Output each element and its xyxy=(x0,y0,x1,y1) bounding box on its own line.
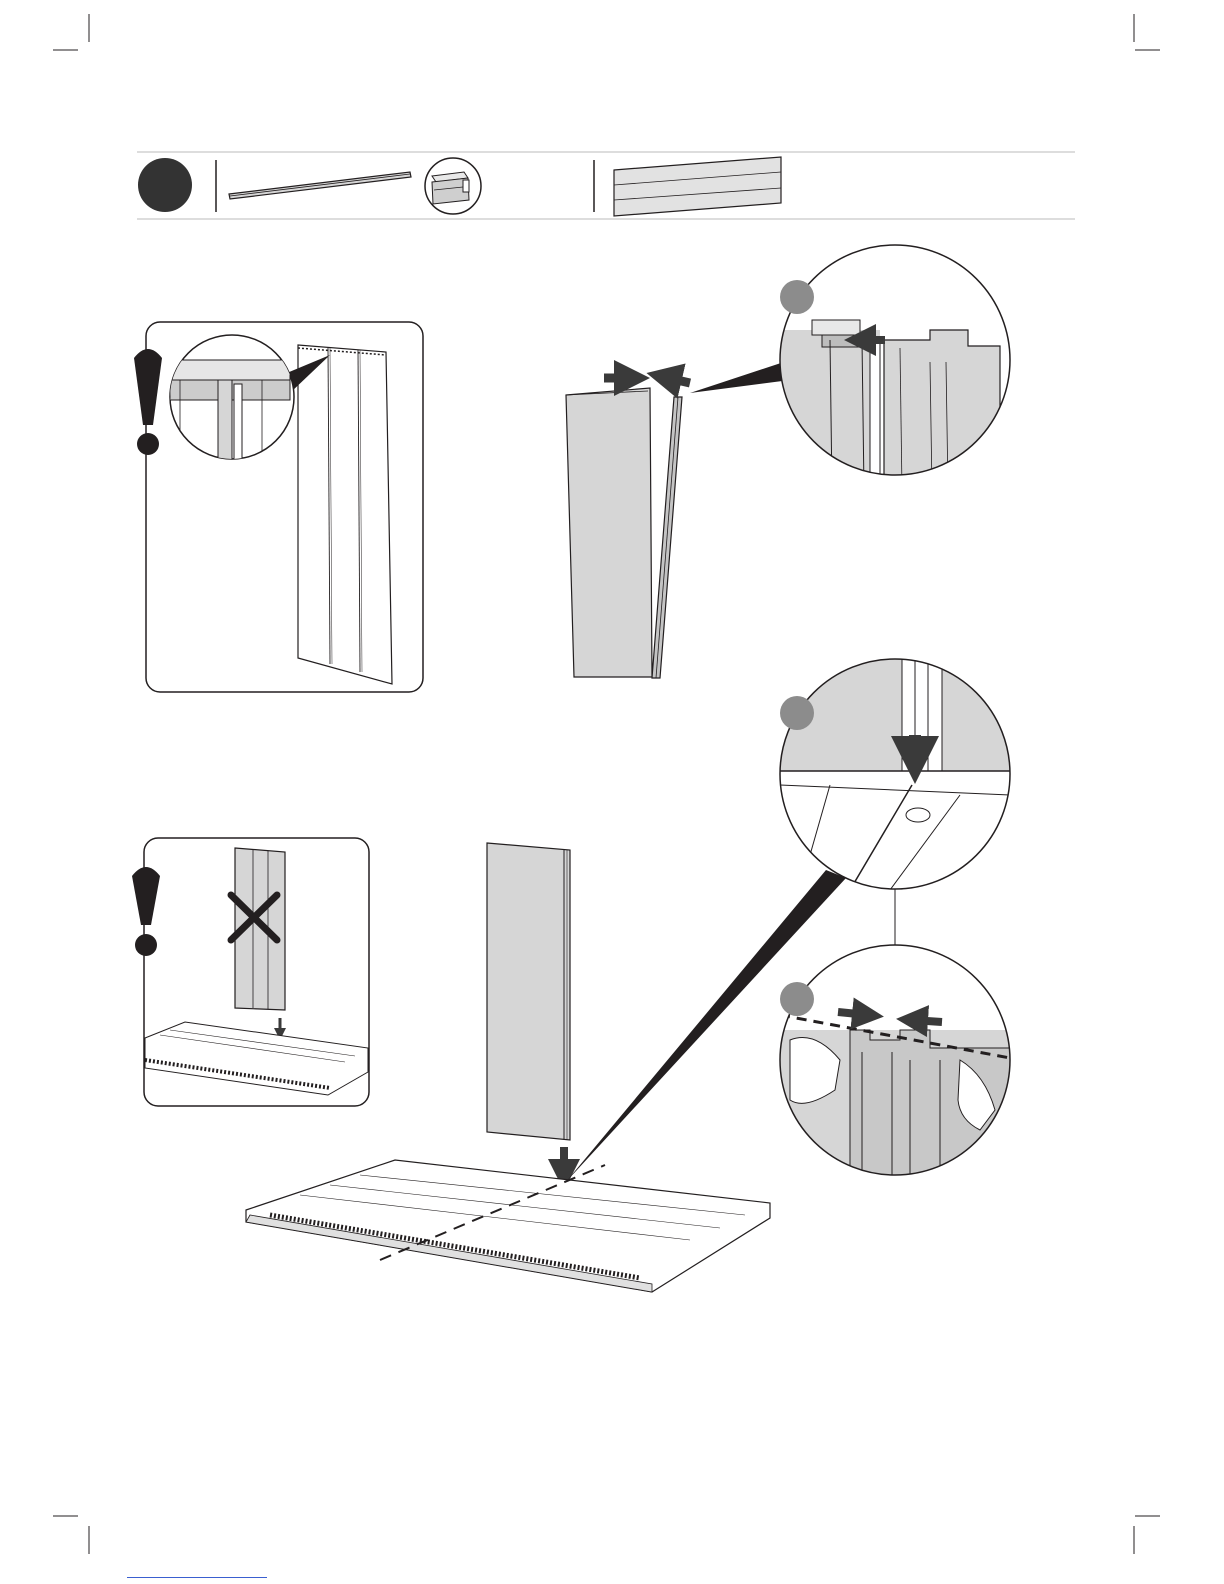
warning-do-not-insert-flat xyxy=(132,838,369,1106)
link-underline[interactable] xyxy=(127,1577,267,1578)
detail-marker-c xyxy=(780,982,814,1016)
step-number-circle xyxy=(138,158,192,212)
detail-marker-b xyxy=(780,696,814,730)
parts-header xyxy=(137,152,1075,219)
detail-marker-a xyxy=(780,280,814,314)
panels-aligned-detail xyxy=(780,945,1010,1180)
panel-seated-in-floor-detail xyxy=(780,659,1010,890)
attach-connector-to-panel xyxy=(566,360,790,678)
connector-profile-icon xyxy=(229,172,411,199)
tall-wall-panel xyxy=(298,345,392,684)
connector-slot-detail xyxy=(780,245,1010,490)
warning-panel-orientation xyxy=(134,322,423,692)
profile-end-detail-circle xyxy=(425,158,481,214)
shed-floor xyxy=(246,1160,770,1292)
wall-panel-icon xyxy=(614,157,781,216)
